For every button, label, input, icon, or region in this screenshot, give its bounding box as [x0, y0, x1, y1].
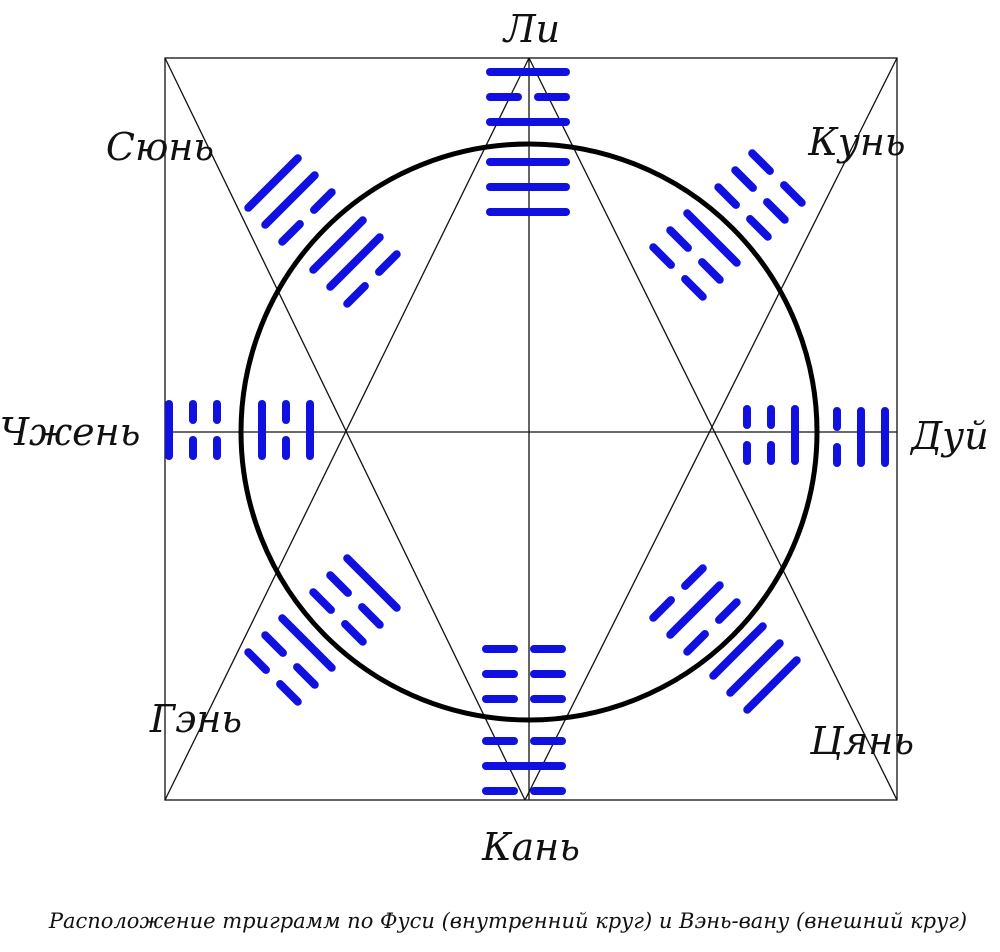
label-top: Ли — [502, 7, 560, 51]
diag-top-right-to-bottom — [524, 57, 898, 801]
label-bottom-left: Гэнь — [149, 697, 242, 741]
trigram-bottom-left-outer — [244, 614, 336, 706]
label-top-left: Сюнь — [106, 125, 214, 169]
trigram-top-right-outer — [714, 149, 806, 241]
trigram-left-outer — [165, 400, 221, 460]
label-left: Чжень — [0, 410, 140, 454]
trigram-bottom-right-outer — [709, 622, 801, 714]
trigram-right-outer — [833, 407, 889, 467]
frame-lines — [164, 57, 898, 801]
trigram-top-right-inner — [649, 209, 741, 301]
trigram-top-left-outer — [244, 154, 336, 246]
label-right: Дуй — [909, 414, 988, 458]
trigram-bottom-left-inner — [309, 554, 401, 646]
trigram-top-inner — [486, 158, 570, 216]
label-top-right: Кунь — [807, 120, 905, 164]
diag-bottom-right-to-top — [528, 57, 898, 801]
trigram-bottom-outer — [482, 737, 566, 795]
trigram-bottom-inner — [482, 645, 566, 703]
trigram-top-left-inner — [309, 216, 401, 308]
diag-bottom-left-to-top — [164, 57, 530, 801]
trigram-left-inner — [258, 400, 314, 460]
diag-top-left-to-bottom — [164, 57, 526, 801]
inner-circle — [238, 141, 820, 723]
diagram-caption: Расположение триграмм по Фуси (внутренни… — [48, 909, 967, 933]
trigram-top-outer — [486, 68, 570, 126]
trigram-right-inner — [743, 405, 799, 465]
outer-square — [164, 57, 898, 801]
label-bottom-right: Цянь — [809, 719, 914, 763]
trigram-layer — [165, 68, 889, 795]
trigram-bottom-right-inner — [649, 564, 741, 656]
label-bottom: Кань — [481, 825, 580, 869]
